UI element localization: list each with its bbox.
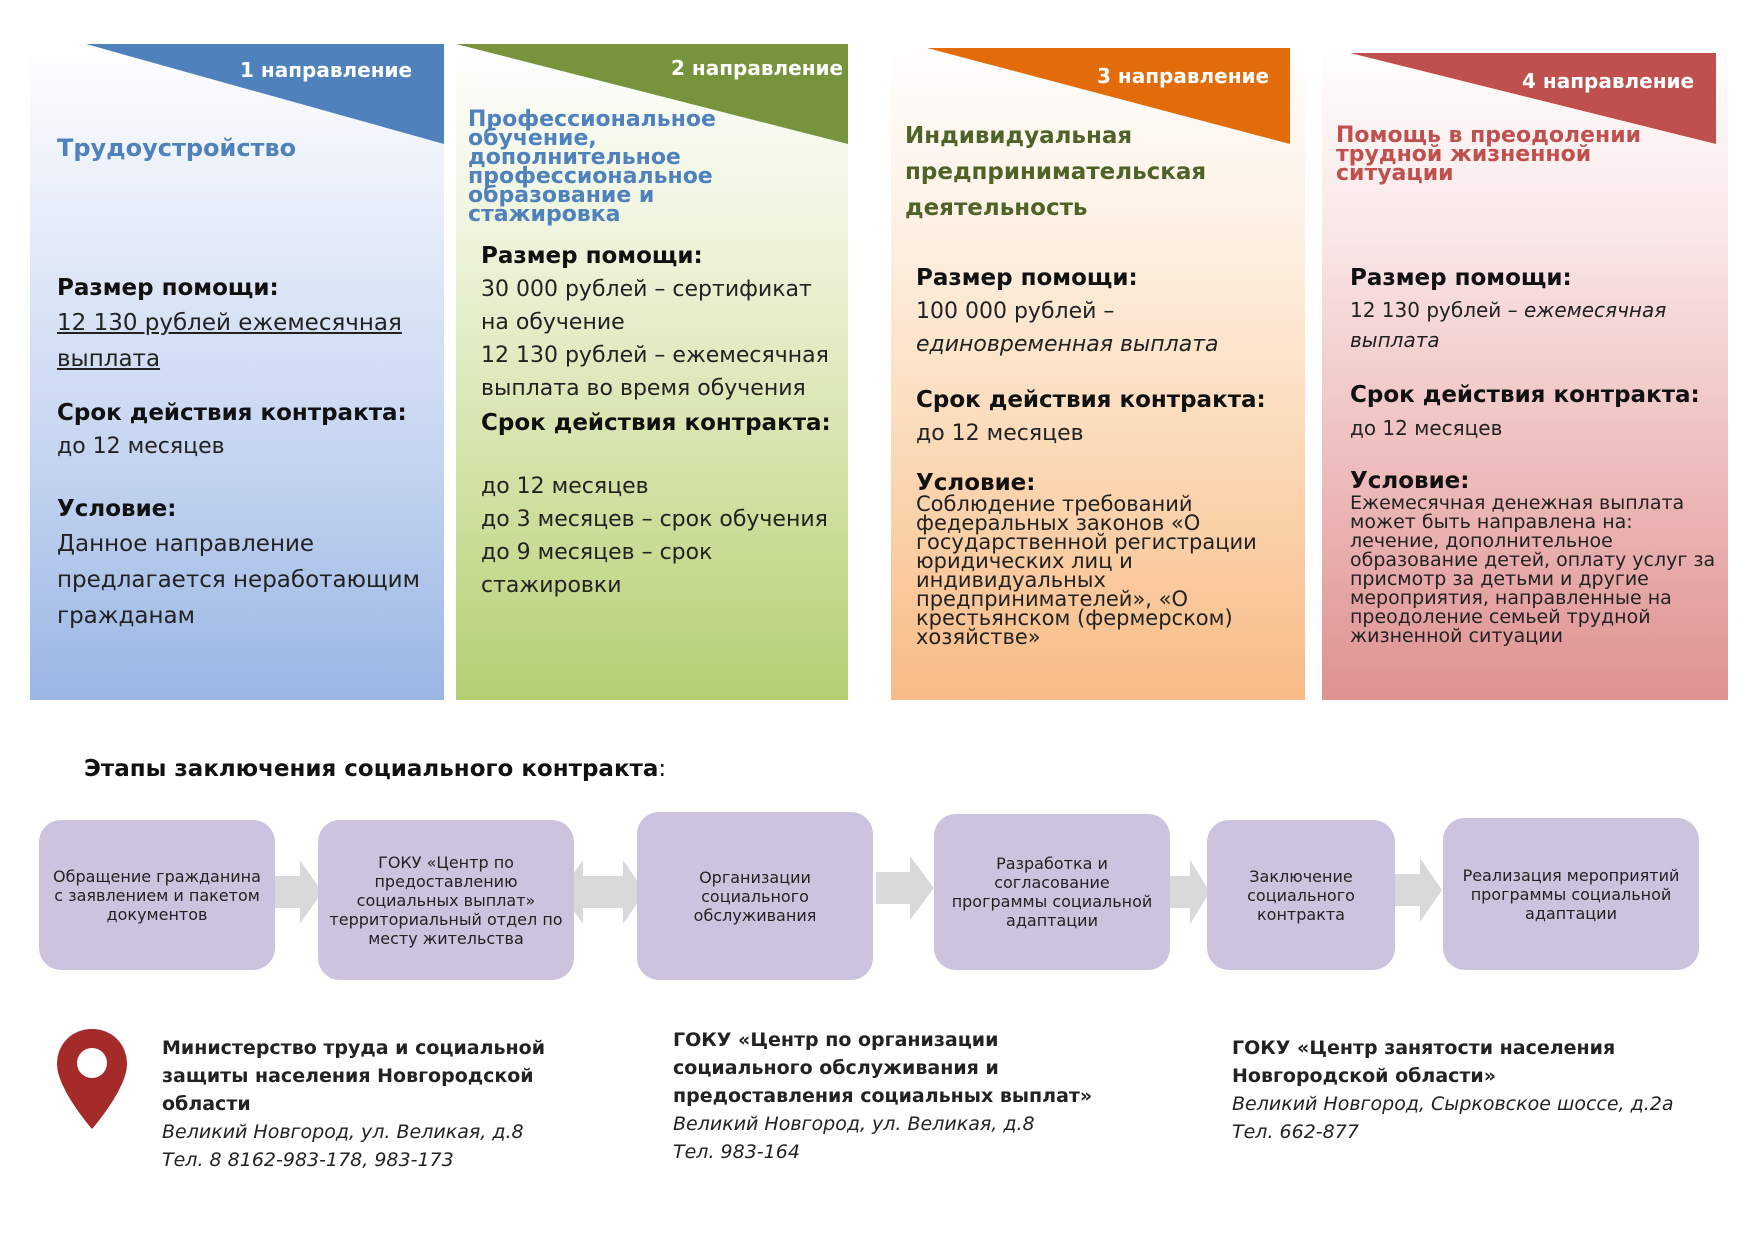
direction-banner-2: [456, 44, 848, 144]
stage-step-program-development: Разработка и согласование программы соци…: [934, 814, 1170, 970]
stage-step-program-implementation: Реализация мероприятий программы социаль…: [1443, 818, 1699, 970]
arrow-both-icon: [561, 860, 645, 924]
direction-label: 2 направление: [671, 56, 844, 80]
help-value-certificate: 30 000 рублей – сертификат на обучение: [481, 277, 812, 335]
condition-label: Условие:: [57, 496, 177, 522]
stage-step-application: Обращение гражданина с заявлением и паке…: [39, 820, 275, 970]
term-value-training: до 3 месяцев – срок обучения: [481, 507, 828, 532]
org-phone: Тел. 8 8162-983-178, 983-173: [162, 1149, 454, 1171]
term-value-internship: до 9 месяцев – срок стажировки: [481, 540, 713, 598]
org-name: ГОКУ «Центр по организации социального о…: [673, 1029, 1093, 1107]
help-value-monthly: 12 130 рублей – ежемесячная выплата во в…: [481, 343, 829, 401]
help-label: Размер помощи:: [481, 243, 703, 269]
direction-card-2: 2 направление Профессиональное обучение,…: [456, 40, 848, 700]
help-value-amount: 100 000 рублей –: [916, 299, 1115, 324]
org-address: Великий Новгород, ул. Великая, д.8: [162, 1121, 524, 1143]
org-address: Великий Новгород, ул. Великая, д.8: [673, 1113, 1035, 1135]
direction-title: Индивидуальная предпринимательская деяте…: [905, 123, 1207, 221]
org-name: Министерство труда и социальной защиты н…: [162, 1037, 546, 1115]
term-label: Срок действия контракта:: [481, 410, 831, 436]
direction-card-1: 1 направление Трудоустройство Размер пом…: [30, 40, 444, 700]
condition-value: Соблюдение требований федеральных законо…: [916, 492, 1257, 649]
direction-card-4: 4 направление Помощь в преодолении трудн…: [1322, 40, 1728, 700]
org-employment-center: ГОКУ «Центр занятости населения Новгород…: [1232, 1034, 1732, 1146]
term-label: Срок действия контракта:: [916, 387, 1266, 413]
direction-card-3: 3 направление Индивидуальная предпринима…: [891, 40, 1305, 700]
org-social-center: ГОКУ «Центр по организации социального о…: [673, 1026, 1143, 1166]
stage-step-social-service: Организации социального обслуживания: [637, 812, 873, 980]
help-label: Размер помощи:: [916, 265, 1138, 291]
stage-step-payments-center: ГОКУ «Центр по предоставлению социальных…: [318, 820, 574, 980]
direction-banner-1: [86, 44, 444, 144]
stage-step-contract-signing: Заключение социального контракта: [1207, 820, 1395, 970]
arrow-right-icon: [876, 856, 934, 920]
direction-title: Помощь в преодолении трудной жизненной с…: [1336, 123, 1642, 186]
direction-label: 4 направление: [1522, 69, 1695, 93]
direction-banner-3: [927, 48, 1290, 144]
direction-label: 1 направление: [240, 58, 413, 82]
direction-title: Трудоустройство: [57, 134, 297, 162]
term-label: Срок действия контракта:: [1350, 382, 1700, 408]
help-label: Размер помощи:: [1350, 265, 1572, 291]
arrow-right-icon: [1170, 860, 1210, 924]
stages-title: Этапы заключения социального контракта:: [84, 756, 667, 782]
org-name: ГОКУ «Центр занятости населения Новгород…: [1232, 1037, 1616, 1087]
condition-label: Условие:: [1350, 468, 1470, 494]
map-pin-icon: [57, 1029, 127, 1129]
arrow-right-icon: [1394, 858, 1442, 922]
direction-label: 3 направление: [1097, 64, 1270, 88]
condition-value: Данное направление предлагается неработа…: [57, 531, 420, 629]
org-phone: Тел. 662-877: [1232, 1121, 1359, 1143]
arrow-right-icon: [272, 860, 322, 924]
help-value-kind: единовременная выплата: [916, 332, 1219, 357]
condition-value: Ежемесячная денежная выплата может быть …: [1350, 492, 1716, 647]
condition-label: Условие:: [916, 470, 1036, 496]
term-value-total: до 12 месяцев: [481, 474, 649, 499]
term-value: до 12 месяцев: [916, 421, 1084, 446]
direction-title: Профессиональное обучение, дополнительно…: [468, 107, 716, 227]
help-value: 12 130 рублей – ежемесячная выплата: [1350, 298, 1667, 352]
help-label: Размер помощи:: [57, 275, 279, 301]
direction-banner-4: [1350, 53, 1716, 144]
org-ministry: Министерство труда и социальной защиты н…: [162, 1034, 612, 1174]
help-value: 12 130 рублей ежемесячная выплата: [57, 310, 402, 372]
term-value: до 12 месяцев: [57, 434, 225, 459]
org-address: Великий Новгород, Сырковское шоссе, д.2а: [1232, 1093, 1674, 1115]
term-label: Срок действия контракта:: [57, 400, 407, 426]
org-phone: Тел. 983-164: [673, 1141, 800, 1163]
term-value: до 12 месяцев: [1350, 416, 1503, 440]
